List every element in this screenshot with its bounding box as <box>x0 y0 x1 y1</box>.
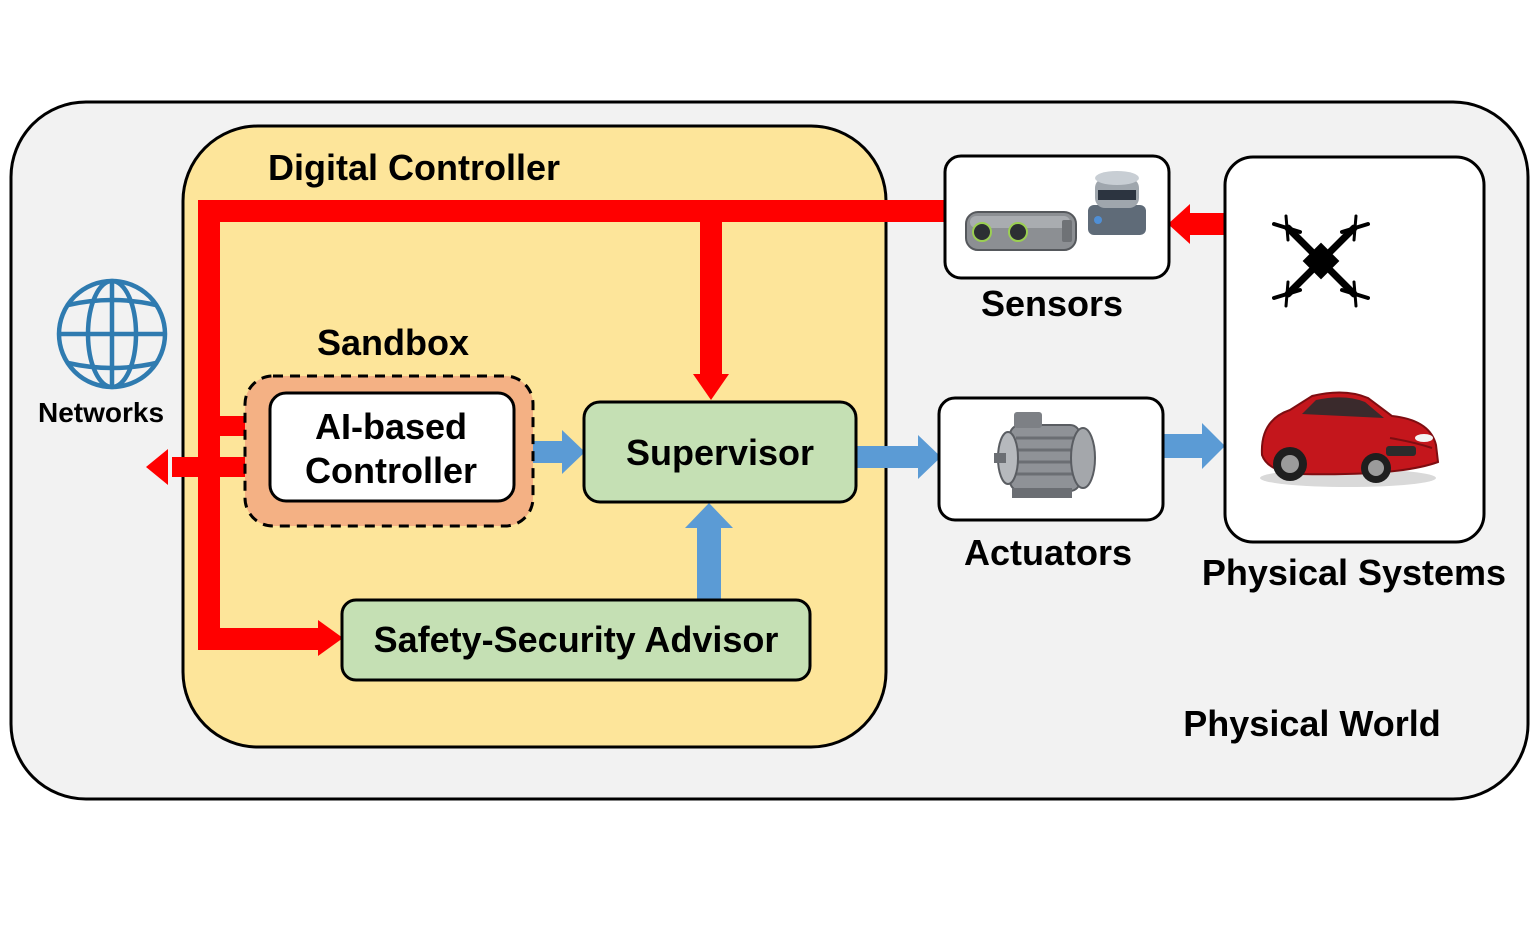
networks-label: Networks <box>38 397 164 428</box>
globe-icon <box>56 278 168 390</box>
supervisor-box[interactable] <box>582 400 858 504</box>
sensors-label: Sensors <box>981 283 1123 324</box>
red-car-icon <box>1260 391 1440 487</box>
digital-controller-label: Digital Controller <box>268 147 560 188</box>
quadcopter-drone-icon <box>1272 214 1370 308</box>
physical-systems-label: Physical Systems <box>1202 552 1506 593</box>
ai-controller-label-line2: Controller <box>305 450 477 491</box>
sandbox-label: Sandbox <box>317 322 469 363</box>
ai-controller-label-line1: AI-based <box>315 406 467 447</box>
ai-controller-box[interactable] <box>268 391 516 503</box>
safety-security-advisor-box[interactable] <box>340 598 812 682</box>
supervisor-label: Supervisor <box>626 432 814 473</box>
electric-motor-icon <box>994 412 1096 498</box>
actuators-label: Actuators <box>964 532 1132 573</box>
physical-world-label: Physical World <box>1183 703 1440 744</box>
blue-flow-lines <box>514 423 1225 600</box>
safety-security-advisor-label: Safety-Security Advisor <box>374 619 779 660</box>
depth-camera-and-lidar-icon <box>965 171 1146 251</box>
